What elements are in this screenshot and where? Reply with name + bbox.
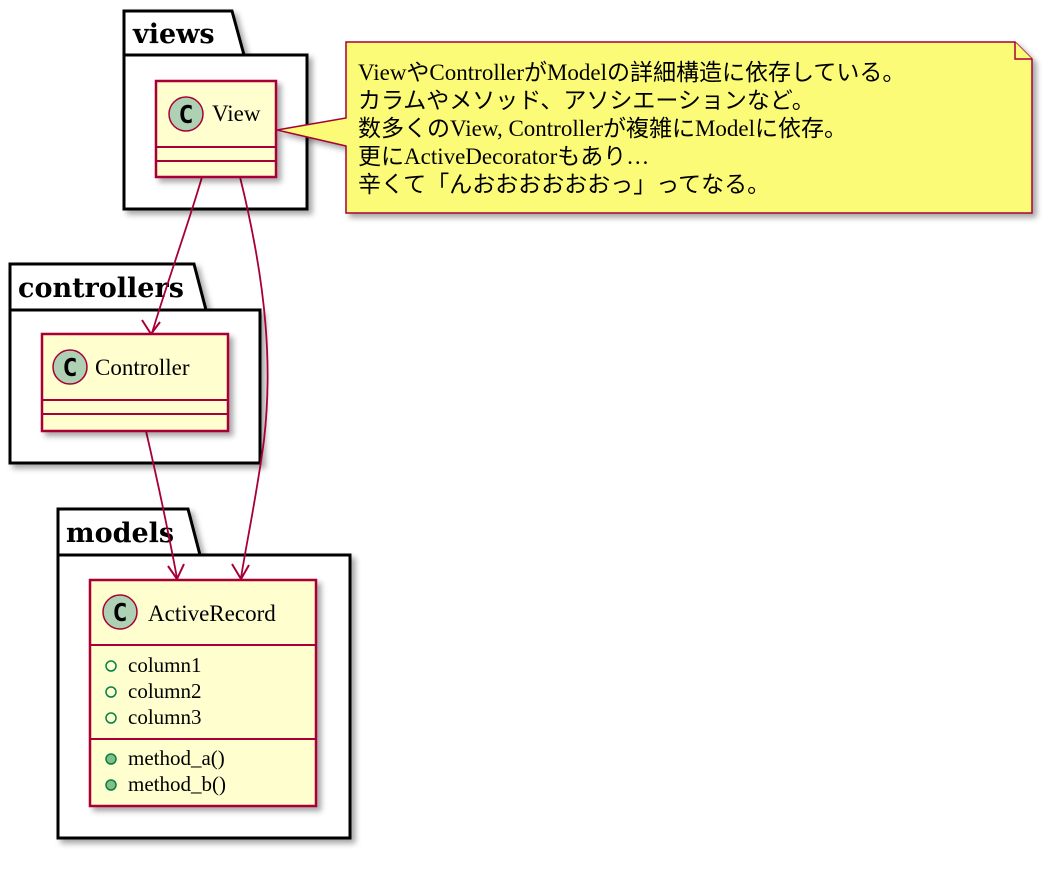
note-line: ViewやControllerがModelの詳細構造に依存している。 — [358, 60, 905, 85]
field-item: column2 — [128, 679, 202, 703]
class-view-badge-icon — [168, 96, 204, 132]
class-active-record[interactable]: C ActiveRecord column1 column2 column3 m… — [88, 578, 318, 808]
note-line: カラムやメソッド、アソシエーションなど。 — [358, 88, 815, 113]
class-controller-badge-icon — [52, 349, 88, 385]
package-models-label: models — [66, 518, 174, 549]
class-controller-name: Controller — [95, 355, 190, 380]
note[interactable]: ViewやControllerがModelの詳細構造に依存している。 カラムやメ… — [276, 41, 1033, 214]
method-item: method_b() — [128, 772, 226, 796]
public-field-icon — [105, 660, 117, 672]
relation-view-activerecord — [239, 176, 269, 579]
class-controller[interactable]: C Controller — [40, 332, 230, 433]
package-views-label: views — [132, 19, 215, 50]
note-line: 辛くて「んおおおおおおっ」ってなる。 — [358, 172, 770, 197]
public-method-icon — [105, 779, 117, 791]
public-field-icon — [105, 686, 117, 698]
class-active-record-name: ActiveRecord — [148, 601, 276, 626]
class-active-record-badge-letter: C — [112, 598, 127, 627]
public-field-icon — [105, 712, 117, 724]
public-method-icon — [105, 753, 117, 765]
class-view-name: View — [212, 101, 261, 126]
class-view-badge-letter: C — [178, 100, 193, 129]
relation-view-controller — [151, 176, 203, 334]
note-line: 数多くのView, Controllerが複雑にModelに依存。 — [358, 116, 847, 141]
field-item: column3 — [128, 705, 202, 729]
method-item: method_a() — [128, 746, 225, 770]
relation-controller-activerecord — [145, 430, 178, 579]
class-view[interactable]: C View — [154, 79, 278, 179]
field-item: column1 — [128, 653, 202, 677]
class-controller-badge-letter: C — [62, 353, 77, 382]
class-active-record-badge-icon — [102, 594, 138, 630]
note-line: 更にActiveDecoratorもあり… — [358, 144, 649, 169]
package-controllers-label: controllers — [18, 273, 184, 304]
